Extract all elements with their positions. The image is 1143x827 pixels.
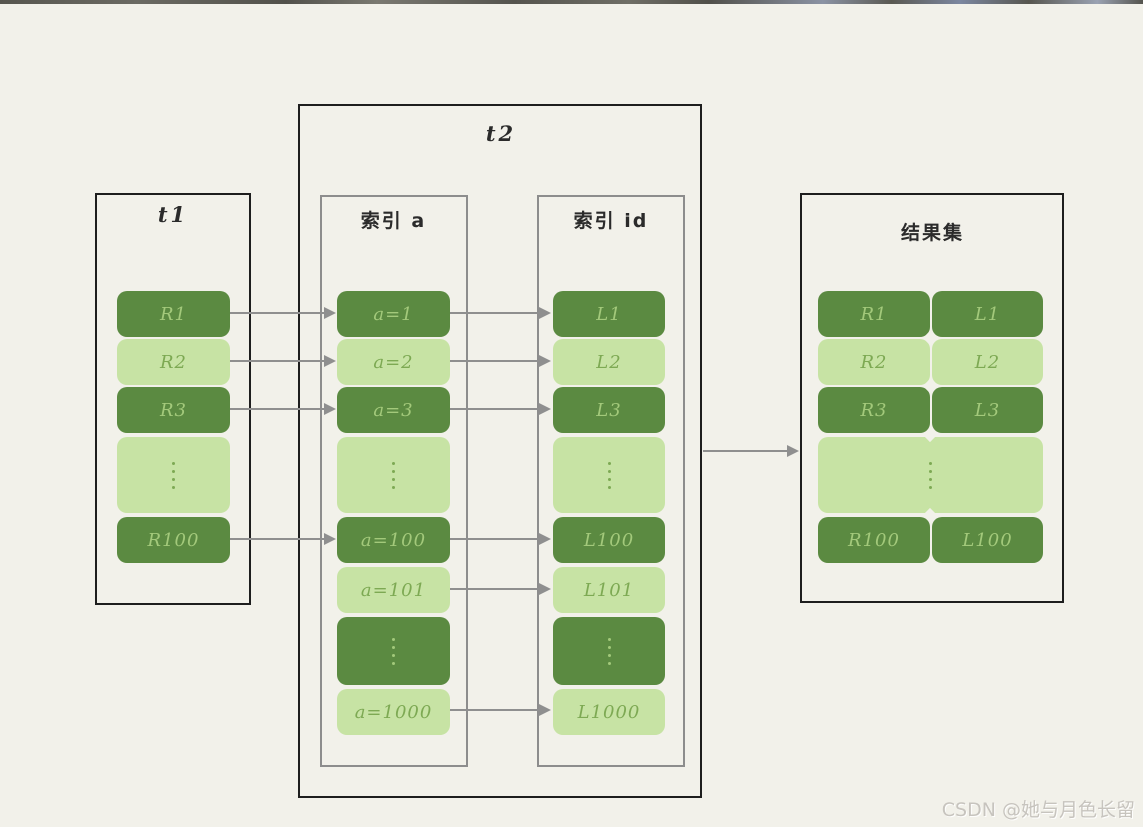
index-id-cell-3: L3 bbox=[553, 387, 665, 433]
t1-cell-ellipsis bbox=[117, 437, 230, 513]
result-cell-l3: L3 bbox=[932, 387, 1043, 433]
index-id-cell-1000: L1000 bbox=[553, 689, 665, 735]
index-a-cell-1000: a=1000 bbox=[337, 689, 450, 735]
flow-arrow-r2-a2-head bbox=[324, 355, 336, 367]
result-set-box bbox=[800, 193, 1064, 603]
index-a-cell-100: a=100 bbox=[337, 517, 450, 563]
result-cell-r3: R3 bbox=[818, 387, 930, 433]
cropped-browser-chrome-strip bbox=[0, 0, 1143, 4]
flow-arrow-a1000-l1000-line bbox=[450, 709, 540, 711]
flow-arrow-t2-result-head bbox=[787, 445, 799, 457]
table-t1-box bbox=[95, 193, 251, 605]
flow-arrow-a3-l3-line bbox=[450, 408, 540, 410]
csdn-watermark: CSDN @她与月色长留 bbox=[941, 799, 1135, 821]
index-a-cell-ellipsis-1 bbox=[337, 437, 450, 513]
flow-arrow-r3-a3-line bbox=[230, 408, 325, 410]
index-id-cell-100: L100 bbox=[553, 517, 665, 563]
flow-arrow-r2-a2-line bbox=[230, 360, 325, 362]
flow-arrow-r100-a100-line bbox=[230, 538, 325, 540]
result-cell-r1: R1 bbox=[818, 291, 930, 337]
index-id-cell-ellipsis-1 bbox=[553, 437, 665, 513]
flow-arrow-t2-result-line bbox=[703, 450, 788, 452]
flow-arrow-a3-l3-head bbox=[539, 403, 551, 415]
index-a-panel bbox=[320, 195, 468, 767]
table-t1-title: t1 bbox=[157, 202, 189, 227]
index-a-cell-3: a=3 bbox=[337, 387, 450, 433]
flow-arrow-a101-l101-line bbox=[450, 588, 540, 590]
flow-arrow-r100-a100-head bbox=[324, 533, 336, 545]
result-cell-ellipsis bbox=[818, 437, 1043, 513]
result-cell-l100: L100 bbox=[932, 517, 1043, 563]
t1-cell-r100: R100 bbox=[117, 517, 230, 563]
flow-arrow-a100-l100-line bbox=[450, 538, 540, 540]
index-a-title: 索引 a bbox=[360, 210, 427, 232]
t1-cell-r2: R2 bbox=[117, 339, 230, 385]
index-a-cell-ellipsis-2 bbox=[337, 617, 450, 685]
index-a-cell-1: a=1 bbox=[337, 291, 450, 337]
flow-arrow-a2-l2-head bbox=[539, 355, 551, 367]
t1-cell-r1: R1 bbox=[117, 291, 230, 337]
index-id-panel bbox=[537, 195, 685, 767]
flow-arrow-r1-a1-line bbox=[230, 312, 325, 314]
result-cell-l2: L2 bbox=[932, 339, 1043, 385]
flow-arrow-r3-a3-head bbox=[324, 403, 336, 415]
flow-arrow-a1-l1-line bbox=[450, 312, 540, 314]
flow-arrow-a1-l1-head bbox=[539, 307, 551, 319]
index-id-cell-101: L101 bbox=[553, 567, 665, 613]
result-cell-r100: R100 bbox=[818, 517, 930, 563]
flow-arrow-a101-l101-head bbox=[539, 583, 551, 595]
flow-arrow-a2-l2-line bbox=[450, 360, 540, 362]
flow-arrow-a100-l100-head bbox=[539, 533, 551, 545]
index-a-cell-2: a=2 bbox=[337, 339, 450, 385]
flow-arrow-a1000-l1000-head bbox=[539, 704, 551, 716]
index-id-cell-2: L2 bbox=[553, 339, 665, 385]
result-cell-l1: L1 bbox=[932, 291, 1043, 337]
result-set-title: 结果集 bbox=[900, 222, 964, 244]
index-a-cell-101: a=101 bbox=[337, 567, 450, 613]
index-id-cell-1: L1 bbox=[553, 291, 665, 337]
index-id-title: 索引 id bbox=[573, 210, 649, 232]
table-t2-title: t2 bbox=[485, 121, 517, 146]
flow-arrow-r1-a1-head bbox=[324, 307, 336, 319]
table-t2-box bbox=[298, 104, 702, 798]
index-id-cell-ellipsis-2 bbox=[553, 617, 665, 685]
t1-cell-r3: R3 bbox=[117, 387, 230, 433]
result-cell-r2: R2 bbox=[818, 339, 930, 385]
